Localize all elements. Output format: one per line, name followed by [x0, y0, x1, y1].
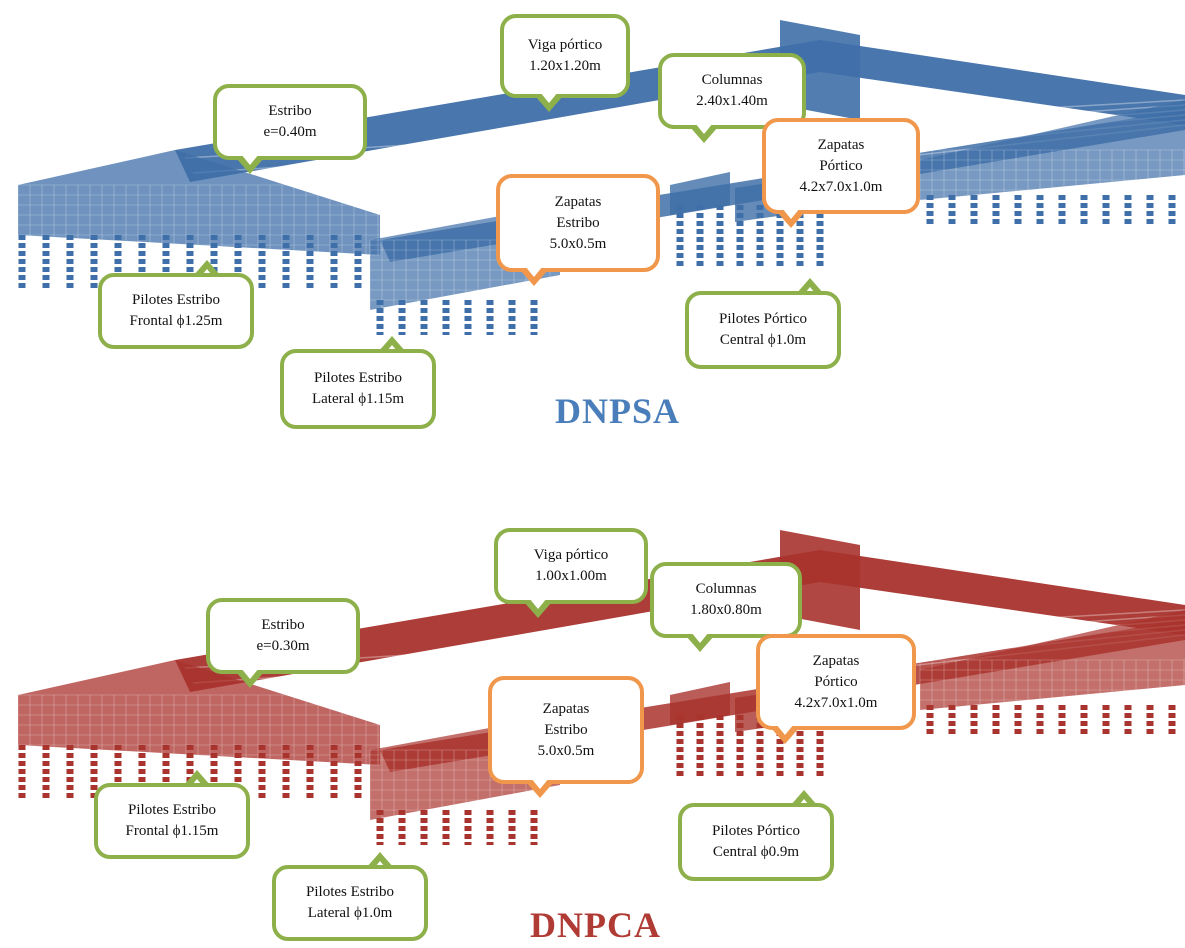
- callout-pilotes-central: Pilotes Pórtico Central ϕ1.0m: [685, 291, 841, 369]
- dnpsa-panel: Viga pórtico 1.20x1.20m Columnas 2.40x1.…: [0, 0, 1185, 470]
- callout-tail: [524, 598, 552, 618]
- callout-zapatas-portico: Zapatas Pórtico 4.2x7.0x1.0m: [756, 634, 916, 730]
- callout-tail: [771, 724, 799, 744]
- callout-viga-portico: Viga pórtico 1.00x1.00m: [494, 528, 648, 604]
- callout-zapatas-estribo: Zapatas Estribo 5.0x0.5m: [496, 174, 660, 272]
- callout-zapatas-portico: Zapatas Pórtico 4.2x7.0x1.0m: [762, 118, 920, 214]
- callout-pilotes-frontal: Pilotes Estribo Frontal ϕ1.15m: [94, 783, 250, 859]
- callout-tail: [535, 92, 563, 112]
- callout-tail: [236, 668, 264, 688]
- callout-viga-portico: Viga pórtico 1.20x1.20m: [500, 14, 630, 98]
- callout-pilotes-lateral: Pilotes Estribo Lateral ϕ1.15m: [280, 349, 436, 429]
- callout-tail: [686, 632, 714, 652]
- callout-tail: [526, 778, 554, 798]
- callout-tail: [690, 123, 718, 143]
- panel-caption-dnpsa: DNPSA: [555, 391, 681, 431]
- callout-tail: [236, 154, 264, 174]
- callout-estribo: Estribo e=0.40m: [213, 84, 367, 160]
- callout-pilotes-central: Pilotes Pórtico Central ϕ0.9m: [678, 803, 834, 881]
- callout-estribo: Estribo e=0.30m: [206, 598, 360, 674]
- callout-pilotes-frontal: Pilotes Estribo Frontal ϕ1.25m: [98, 273, 254, 349]
- callout-tail: [520, 266, 548, 286]
- callout-tail: [777, 208, 805, 228]
- callout-columnas: Columnas 1.80x0.80m: [650, 562, 802, 638]
- callout-pilotes-lateral: Pilotes Estribo Lateral ϕ1.0m: [272, 865, 428, 941]
- callout-zapatas-estribo: Zapatas Estribo 5.0x0.5m: [488, 676, 644, 784]
- dnpca-panel: Viga pórtico 1.00x1.00m Columnas 1.80x0.…: [0, 480, 1185, 948]
- panel-caption-dnpca: DNPCA: [530, 905, 661, 945]
- callout-columnas: Columnas 2.40x1.40m: [658, 53, 806, 129]
